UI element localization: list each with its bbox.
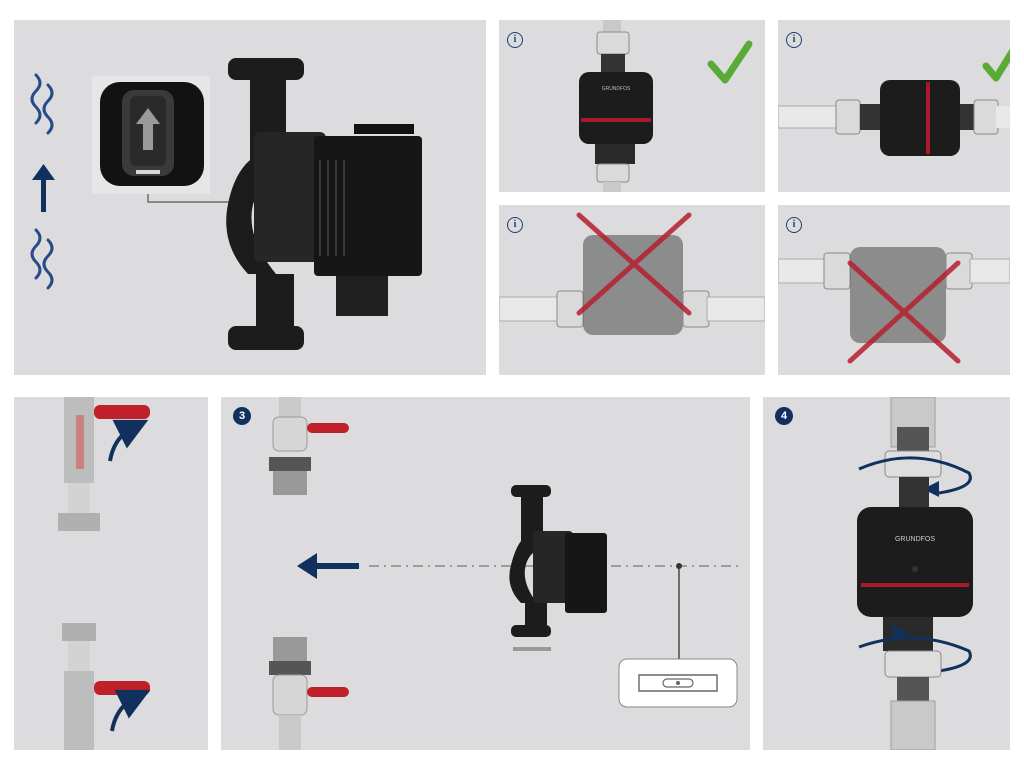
panel-orientation-ok-vertical: i GRUNDFOS <box>499 20 765 192</box>
panel-step-4: 4 GRUNDFOS <box>763 397 1010 750</box>
rotation-arrow-icon <box>110 689 151 732</box>
flow-direction-illustration <box>30 58 422 350</box>
info-circle-icon[interactable]: i <box>786 217 802 233</box>
valve-handle <box>94 681 150 695</box>
left-arrow-icon <box>297 553 359 579</box>
upright-installation-illustration <box>499 212 765 335</box>
rotation-arrow-icon <box>858 456 972 495</box>
info-circle-icon[interactable]: i <box>507 217 523 233</box>
horizontal-installation-illustration <box>778 49 1010 156</box>
vertical-installation-illustration: GRUNDFOS <box>579 20 753 192</box>
valve-handle <box>94 405 150 419</box>
valve-handle <box>307 687 349 697</box>
info-circle-icon[interactable]: i <box>507 32 523 48</box>
inverted-installation-illustration <box>778 247 1010 364</box>
valve-handle <box>307 423 349 433</box>
pump-head <box>857 507 973 617</box>
step-4-illustration: GRUNDFOS <box>857 397 973 750</box>
info-circle-icon[interactable]: i <box>786 32 802 48</box>
pump-body <box>509 485 607 637</box>
panel-orientation-bad-inverted: i <box>778 205 1010 375</box>
rotation-arrow-icon <box>858 636 972 673</box>
red-cross-icon <box>847 260 961 364</box>
panel-orientation-ok-horizontal: i <box>778 20 1010 192</box>
rotation-arrow-icon <box>108 419 149 462</box>
arrow-zoom-inset <box>92 76 254 203</box>
panel-close-valves <box>14 397 208 750</box>
red-cross-icon <box>576 212 692 316</box>
step-number-badge: 4 <box>775 407 793 425</box>
brand-label: GRUNDFOS <box>895 536 935 543</box>
close-valves-illustration <box>58 397 151 750</box>
brand-label: GRUNDFOS <box>602 86 631 92</box>
pump-head <box>583 235 683 335</box>
spirit-level-icon <box>618 658 738 708</box>
step-3-illustration <box>269 397 739 750</box>
pump-head <box>579 72 653 144</box>
up-arrow-icon <box>32 164 55 212</box>
pump-body <box>226 58 422 350</box>
panel-orientation-bad-upright: i <box>499 205 765 375</box>
water-wave-icon <box>30 73 54 290</box>
step-number-badge: 3 <box>233 407 251 425</box>
panel-step-3: 3 <box>221 397 750 750</box>
pump-head <box>880 80 960 156</box>
flow-arrow-icon <box>136 108 160 150</box>
pump-head <box>850 247 946 343</box>
panel-flow-direction <box>14 20 486 375</box>
checkmark-icon <box>707 40 753 84</box>
checkmark-icon <box>982 49 1010 82</box>
